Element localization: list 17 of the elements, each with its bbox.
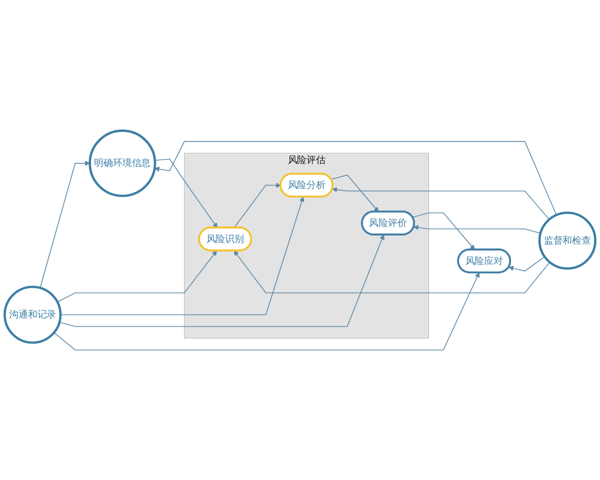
arrow [57,250,217,302]
arrow [60,196,304,315]
arrow [330,174,379,212]
node-circle: 明确环境信息 [88,129,156,197]
node-circle: 监督和检查 [538,211,596,270]
arrow [412,212,475,250]
arrow [40,160,90,288]
arrow [508,256,546,272]
arrow [234,182,282,228]
arrow [154,140,557,216]
node-circle: 沟通和记录 [4,285,62,344]
arrow [154,158,218,228]
arrow [54,272,480,350]
arrow [413,224,541,234]
arrow [59,234,384,327]
arrow [234,250,550,293]
arrow [332,186,550,220]
